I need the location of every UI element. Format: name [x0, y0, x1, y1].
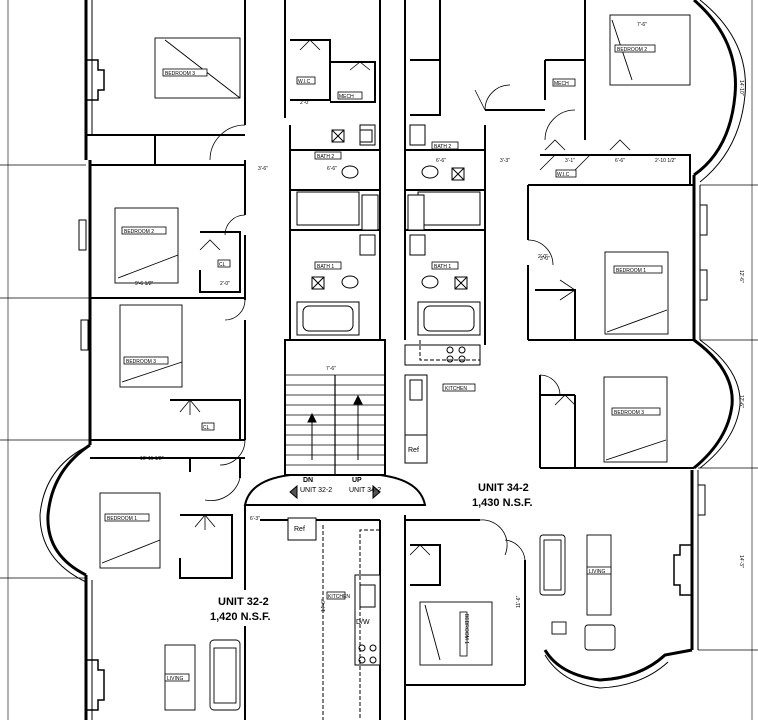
svg-text:3'-3": 3'-3" [500, 158, 510, 164]
room-label-closet-e: CL [217, 259, 231, 268]
svg-text:7'-6": 7'-6" [637, 22, 647, 28]
room-label-bedroom-2-right: BEDROOM 2 [614, 44, 656, 53]
room-label-bedroom-3-top: BEDROOM 3 [162, 68, 208, 77]
ref-left-label: Ref [294, 526, 305, 533]
svg-text:11'-6": 11'-6" [516, 595, 522, 608]
svg-text:BATH 1: BATH 1 [317, 264, 334, 270]
svg-text:2'-10 1/2": 2'-10 1/2" [655, 158, 676, 164]
svg-text:BEDROOM 1: BEDROOM 1 [616, 268, 646, 274]
unit-labels: UNIT 34-2 1,430 N.S.F. UNIT 32-2 1,420 N… [200, 476, 558, 626]
svg-text:12'-6": 12'-6" [738, 270, 744, 283]
unit-34-2-area: 1,430 N.S.F. [472, 497, 533, 509]
ref-right-label: Ref [408, 447, 419, 454]
room-label-closet-d: W.I.C [555, 169, 577, 178]
stair-up-label: UP [352, 477, 362, 484]
svg-text:BEDROOM 3: BEDROOM 3 [126, 359, 156, 365]
windows [78, 204, 708, 516]
stair-labels: DN UNIT 32-2 UP UNIT 34-2 [300, 477, 381, 494]
svg-text:9'-6 1/2": 9'-6 1/2" [135, 281, 154, 287]
svg-text:MECH: MECH [339, 94, 354, 100]
unit-34-2-name: UNIT 34-2 [478, 482, 529, 494]
svg-text:14'-10": 14'-10" [738, 80, 744, 96]
appliance-labels: Ref Ref D/W [294, 447, 419, 626]
unit-32-2-name: UNIT 32-2 [218, 596, 269, 608]
svg-text:W.I.C: W.I.C [298, 79, 311, 85]
svg-text:BATH 2: BATH 2 [317, 154, 334, 160]
svg-text:6'-6": 6'-6" [327, 166, 337, 172]
room-label-living-right: LIVING [586, 566, 612, 575]
svg-text:BEDROOM 3: BEDROOM 3 [614, 410, 644, 416]
kitchen-fixtures [287, 340, 481, 720]
stair [243, 339, 427, 506]
svg-text:3'-1": 3'-1" [565, 158, 575, 164]
room-label-bath-1-right: BATH 1 [431, 261, 459, 270]
svg-text:3'-6": 3'-6" [258, 166, 268, 172]
svg-text:BEDROOM 2: BEDROOM 2 [124, 229, 154, 235]
svg-text:12'-6": 12'-6" [738, 395, 744, 408]
bay-window-bottom-right [543, 648, 693, 689]
beds [99, 14, 691, 666]
svg-text:14'-3": 14'-3" [738, 555, 744, 568]
dimensions: 3'-6" 6'-6" 6'-6" 3'-3" 9'-6 1/2" 2'-0" … [135, 22, 744, 612]
room-label-bath-1-left: BATH 1 [314, 261, 342, 270]
bay-window-middle-right [693, 338, 741, 470]
svg-text:BEDROOM 2: BEDROOM 2 [617, 47, 647, 53]
svg-text:2'-0": 2'-0" [220, 281, 230, 287]
svg-text:3'-0": 3'-0" [540, 256, 550, 262]
room-label-bedroom-1-right: BEDROOM 1 [613, 265, 663, 274]
room-label-closet-f: CL [201, 422, 215, 431]
door-swings [179, 39, 631, 561]
dishwasher-label: D/W [356, 619, 370, 626]
room-labels: BEDROOM 3 BEDROOM 2 BEDROOM 3 BEDROOM 1 … [104, 44, 663, 682]
svg-text:6'-6": 6'-6" [615, 158, 625, 164]
svg-text:KITCHEN: KITCHEN [328, 594, 350, 600]
svg-text:CL: CL [203, 425, 210, 431]
svg-text:LIVING: LIVING [167, 676, 184, 682]
room-label-closet-a: W.I.C [296, 76, 316, 85]
room-label-living-left: LIVING [164, 673, 190, 682]
svg-text:14'-6": 14'-6" [321, 599, 327, 612]
stair-down-unit: UNIT 32-2 [300, 487, 332, 494]
bath-fixtures [296, 124, 481, 336]
svg-text:2'-0": 2'-0" [538, 254, 548, 260]
bay-window-left [39, 443, 91, 583]
room-label-bedroom-1-left: BEDROOM 1 [104, 513, 150, 522]
svg-text:10'-11 1/2": 10'-11 1/2" [140, 456, 164, 462]
svg-text:7'-6": 7'-6" [326, 366, 336, 372]
stair-down-label: DN [303, 477, 313, 484]
bay-window-top-right [692, 0, 746, 185]
room-label-bedroom-2-left: BEDROOM 2 [121, 226, 167, 235]
room-label-closet-c: MECH [552, 78, 576, 87]
room-label-bedroom-3-left: BEDROOM 3 [123, 356, 169, 365]
room-label-closet-b: MECH [337, 91, 363, 100]
svg-text:6'-3": 6'-3" [250, 516, 260, 522]
room-label-kitchen-left: KITCHEN [326, 591, 350, 600]
svg-text:6'-6": 6'-6" [436, 158, 446, 164]
unit-32-2-area: 1,420 N.S.F. [210, 611, 271, 623]
svg-text:MECH: MECH [554, 81, 569, 87]
svg-text:BEDROOM 1: BEDROOM 1 [463, 614, 469, 644]
svg-text:KITCHEN: KITCHEN [445, 386, 467, 392]
room-label-kitchen-right: KITCHEN [442, 383, 476, 392]
svg-text:BATH 2: BATH 2 [434, 144, 451, 150]
svg-text:BATH 1: BATH 1 [434, 264, 451, 270]
room-label-bath-2-left: BATH 2 [314, 151, 342, 160]
svg-text:W.I.C: W.I.C [557, 172, 570, 178]
svg-text:LIVING: LIVING [589, 569, 606, 575]
svg-text:BEDROOM 1: BEDROOM 1 [107, 516, 137, 522]
svg-text:2'-0": 2'-0" [300, 100, 310, 106]
room-label-bath-2-right: BATH 2 [431, 141, 459, 150]
room-label-bedroom-3-right: BEDROOM 3 [611, 407, 661, 416]
svg-text:BEDROOM 3: BEDROOM 3 [165, 71, 195, 77]
room-label-bedroom-bottom-right: BEDROOM 1 [459, 611, 469, 657]
stair-up-unit: UNIT 34-2 [349, 487, 381, 494]
svg-text:CL: CL [219, 262, 226, 268]
